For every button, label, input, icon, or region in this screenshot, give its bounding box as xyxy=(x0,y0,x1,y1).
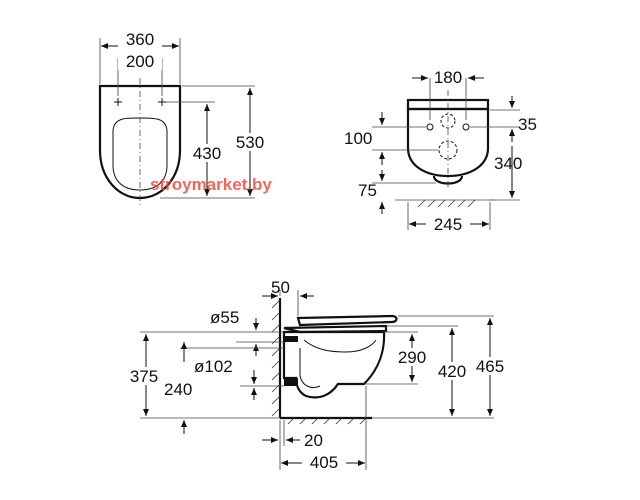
rear-view-hatch xyxy=(417,199,476,208)
dim-side-inlet-height: 375 xyxy=(130,367,158,386)
side-view-inlet xyxy=(284,336,298,342)
dim-side-inlet-diameter: ø55 xyxy=(210,308,239,327)
side-view-bowl-outline xyxy=(282,330,386,399)
top-view: 360 200 430 530 xyxy=(98,30,271,205)
dim-side-seat-height: 465 xyxy=(476,357,504,376)
rear-view-bowl-outline xyxy=(406,107,490,178)
rear-view: 180 35 340 100 75 245 xyxy=(344,68,537,234)
side-view-seat xyxy=(283,324,388,334)
watermark: stroymarket.by xyxy=(150,175,272,194)
side-view-wall-hatch xyxy=(271,299,281,417)
dim-side-outlet-from-wall: 405 xyxy=(310,453,338,472)
side-view-floor-hatch xyxy=(287,417,367,425)
dim-rear-fixing-spacing: 180 xyxy=(434,68,462,87)
dim-rear-outlet-height: 75 xyxy=(358,181,377,200)
dim-overall-width: 360 xyxy=(126,30,154,49)
dim-rear-fixing-offset: 35 xyxy=(518,115,537,134)
dim-fixing-to-front: 430 xyxy=(193,144,221,163)
dim-side-wall-gap: 50 xyxy=(271,278,290,297)
side-view-trap xyxy=(299,348,321,389)
dim-total-length: 530 xyxy=(236,133,264,152)
dim-rear-fixing-height: 340 xyxy=(494,154,522,173)
rear-view-fixing-holes xyxy=(426,113,470,160)
dim-rear-fixing-to-outlet: 100 xyxy=(344,129,372,148)
dim-rear-outlet-from-wall: 245 xyxy=(434,215,462,234)
dim-side-outlet-projection: 20 xyxy=(304,431,323,450)
dim-side-outlet-height: 290 xyxy=(398,348,426,367)
side-view-seat-lid xyxy=(296,314,398,327)
side-view-bowl-inner xyxy=(303,339,377,353)
dim-side-outlet-axis-height: 240 xyxy=(164,380,192,399)
dim-side-bowl-height: 420 xyxy=(438,362,466,381)
side-view-outlet xyxy=(284,378,298,386)
side-view: 50 ø55 ø102 375 240 290 420 xyxy=(122,278,511,472)
top-view-fixing-holes xyxy=(114,98,166,106)
dim-side-outlet-diameter: ø102 xyxy=(194,357,233,376)
dim-fixing-spacing: 200 xyxy=(126,52,154,71)
top-view-seat-opening xyxy=(112,117,168,191)
